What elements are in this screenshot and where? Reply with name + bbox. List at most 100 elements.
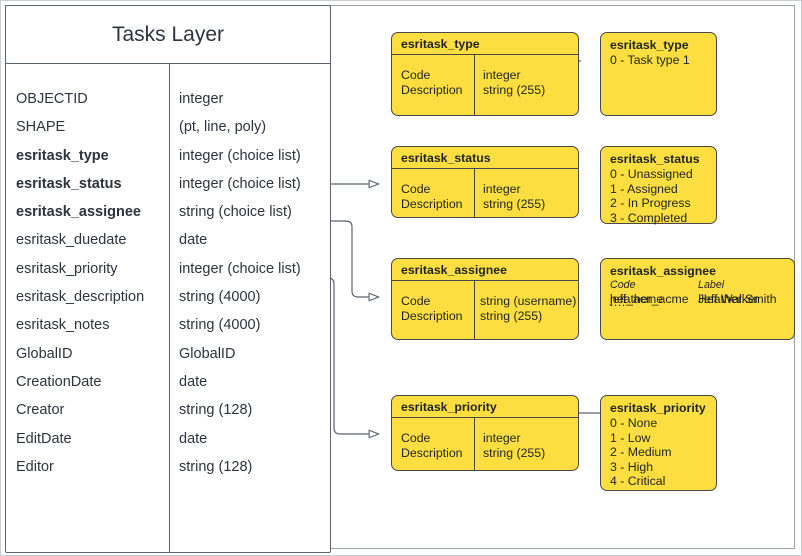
table-row[interactable]: esritask_assignee string (choice list) xyxy=(6,204,330,232)
values-box-esritask-assignee[interactable]: esritask_assignee Code Label heather_acm… xyxy=(600,258,795,340)
domain-divider xyxy=(474,418,476,470)
field-name: Creator xyxy=(16,402,65,419)
domain-box-esritask-priority[interactable]: esritask_priority Code Description integ… xyxy=(391,395,579,471)
table-row[interactable]: esritask_priority integer (choice list) xyxy=(6,261,330,289)
values-box-esritask-priority[interactable]: esritask_priority 0 - None 1 - Low 2 - M… xyxy=(600,395,717,491)
values-column-headers: Code Label xyxy=(610,279,794,292)
field-name: esritask_type xyxy=(16,147,109,164)
values-title: esritask_status xyxy=(610,152,700,166)
field-type: integer (choice list) xyxy=(179,175,301,192)
list-item: 0 - None xyxy=(610,416,658,430)
domain-columns: Code Description integer string (255) xyxy=(392,418,578,470)
field-type: string (4000) xyxy=(179,289,261,306)
field-name: esritask_priority xyxy=(16,260,118,277)
values-box-esritask-status[interactable]: esritask_status 0 - Unassigned 1 - Assig… xyxy=(600,146,717,225)
list-item: 2 - Medium xyxy=(610,445,672,460)
list-item: 2 - In Progress xyxy=(610,196,691,211)
values-box-esritask-type[interactable]: esritask_type 0 - Task type 1 xyxy=(600,32,717,116)
field-name: esritask_status xyxy=(16,175,122,192)
header-label: Label xyxy=(698,279,725,291)
domain-code-labels: Code Description xyxy=(401,294,463,323)
field-type: string (choice list) xyxy=(179,204,292,221)
values-list: esritask_type 0 - Task type 1 xyxy=(601,33,716,68)
values-ellipsis: .... xyxy=(610,295,626,309)
field-name: esritask_assignee xyxy=(16,204,141,221)
field-name: esritask_duedate xyxy=(16,232,127,249)
field-type: string (128) xyxy=(179,402,253,419)
value-code-type: integer xyxy=(483,431,521,445)
label-code: Code xyxy=(401,68,431,82)
label-code: Code xyxy=(401,294,431,308)
field-type: GlobalID xyxy=(179,345,236,362)
domain-box-esritask-assignee[interactable]: esritask_assignee Code Description strin… xyxy=(391,258,579,340)
field-type: string (128) xyxy=(179,458,253,475)
field-name: OBJECTID xyxy=(16,91,88,107)
domain-type-values: integer string (255) xyxy=(483,431,545,460)
values-title: esritask_type xyxy=(610,38,689,52)
assignee-label: Heather Smith xyxy=(698,292,777,306)
domain-divider xyxy=(474,281,476,339)
assignee-code: jeff_acme xyxy=(610,292,664,306)
values-list: esritask_priority 0 - None 1 - Low 2 - M… xyxy=(601,396,716,489)
list-item: 1 - Low xyxy=(610,430,651,445)
value-code-type: string (username) xyxy=(480,294,577,308)
domain-type-values: string (username) string (255) xyxy=(480,294,576,323)
value-description-type: string (255) xyxy=(483,196,546,211)
field-name: CreationDate xyxy=(16,373,102,390)
domain-title: esritask_assignee xyxy=(392,259,578,281)
domain-title: esritask_status xyxy=(392,147,578,169)
value-description-type: string (255) xyxy=(483,445,546,460)
domain-title: esritask_type xyxy=(392,33,578,55)
list-item: 3 - Completed xyxy=(610,210,688,225)
field-type: date xyxy=(179,373,208,390)
table-row[interactable]: GlobalID GlobalID xyxy=(6,346,330,374)
values-title: esritask_priority xyxy=(610,401,706,415)
column-divider xyxy=(169,64,170,552)
domain-columns: Code Description string (username) strin… xyxy=(392,281,578,339)
table-row[interactable]: esritask_notes string (4000) xyxy=(6,317,330,345)
table-row[interactable]: esritask_status integer (choice list) xyxy=(6,176,330,204)
field-name: esritask_description xyxy=(16,289,145,306)
field-type: date xyxy=(179,232,208,249)
list-item: 3 - High xyxy=(610,459,654,474)
table-row[interactable]: OBJECTID integer xyxy=(6,91,330,119)
field-name: SHAPE xyxy=(16,119,66,136)
page-title: Tasks Layer xyxy=(6,6,330,64)
field-name: Editor xyxy=(16,458,54,475)
entity-tasks-layer[interactable]: Tasks Layer OBJECTID integer SHAPE (pt, … xyxy=(5,5,331,553)
domain-divider xyxy=(474,55,476,115)
entity-body: OBJECTID integer SHAPE (pt, line, poly) … xyxy=(6,64,330,552)
table-row[interactable]: esritask_duedate date xyxy=(6,232,330,260)
values-list: esritask_status 0 - Unassigned 1 - Assig… xyxy=(601,147,716,225)
label-description: Description xyxy=(401,82,463,97)
domain-columns: Code Description integer string (255) xyxy=(392,55,578,115)
domain-code-labels: Code Description xyxy=(401,431,463,460)
table-row[interactable]: CreationDate date xyxy=(6,374,330,402)
label-code: Code xyxy=(401,431,431,445)
list-item: 4 - Critical xyxy=(610,474,666,489)
field-type: (pt, line, poly) xyxy=(179,119,267,136)
value-description-type: string (255) xyxy=(480,308,543,323)
domain-box-esritask-type[interactable]: esritask_type Code Description integer s… xyxy=(391,32,579,116)
field-name: GlobalID xyxy=(16,345,73,362)
table-row[interactable]: esritask_type integer (choice list) xyxy=(6,148,330,176)
field-type: integer xyxy=(179,91,224,107)
field-type: integer (choice list) xyxy=(179,147,301,164)
assignee-label: Jeff Walker xyxy=(698,292,759,306)
domain-box-esritask-status[interactable]: esritask_status Code Description integer… xyxy=(391,146,579,218)
table-row[interactable]: esritask_description string (4000) xyxy=(6,289,330,317)
table-row[interactable]: SHAPE (pt, line, poly) xyxy=(6,119,330,147)
label-description: Description xyxy=(401,308,463,323)
label-description: Description xyxy=(401,196,463,211)
table-row[interactable]: EditDate date xyxy=(6,431,330,459)
value-code-type: integer xyxy=(483,68,521,82)
field-type: string (4000) xyxy=(179,317,261,334)
values-list: esritask_assignee Code Label heather_acm… xyxy=(601,259,794,310)
label-code: Code xyxy=(401,182,431,196)
field-list: OBJECTID integer SHAPE (pt, line, poly) … xyxy=(6,91,330,487)
field-name: EditDate xyxy=(16,430,72,447)
table-row[interactable]: Creator string (128) xyxy=(6,402,330,430)
label-description: Description xyxy=(401,445,463,460)
table-row[interactable]: Editor string (128) xyxy=(6,459,330,487)
